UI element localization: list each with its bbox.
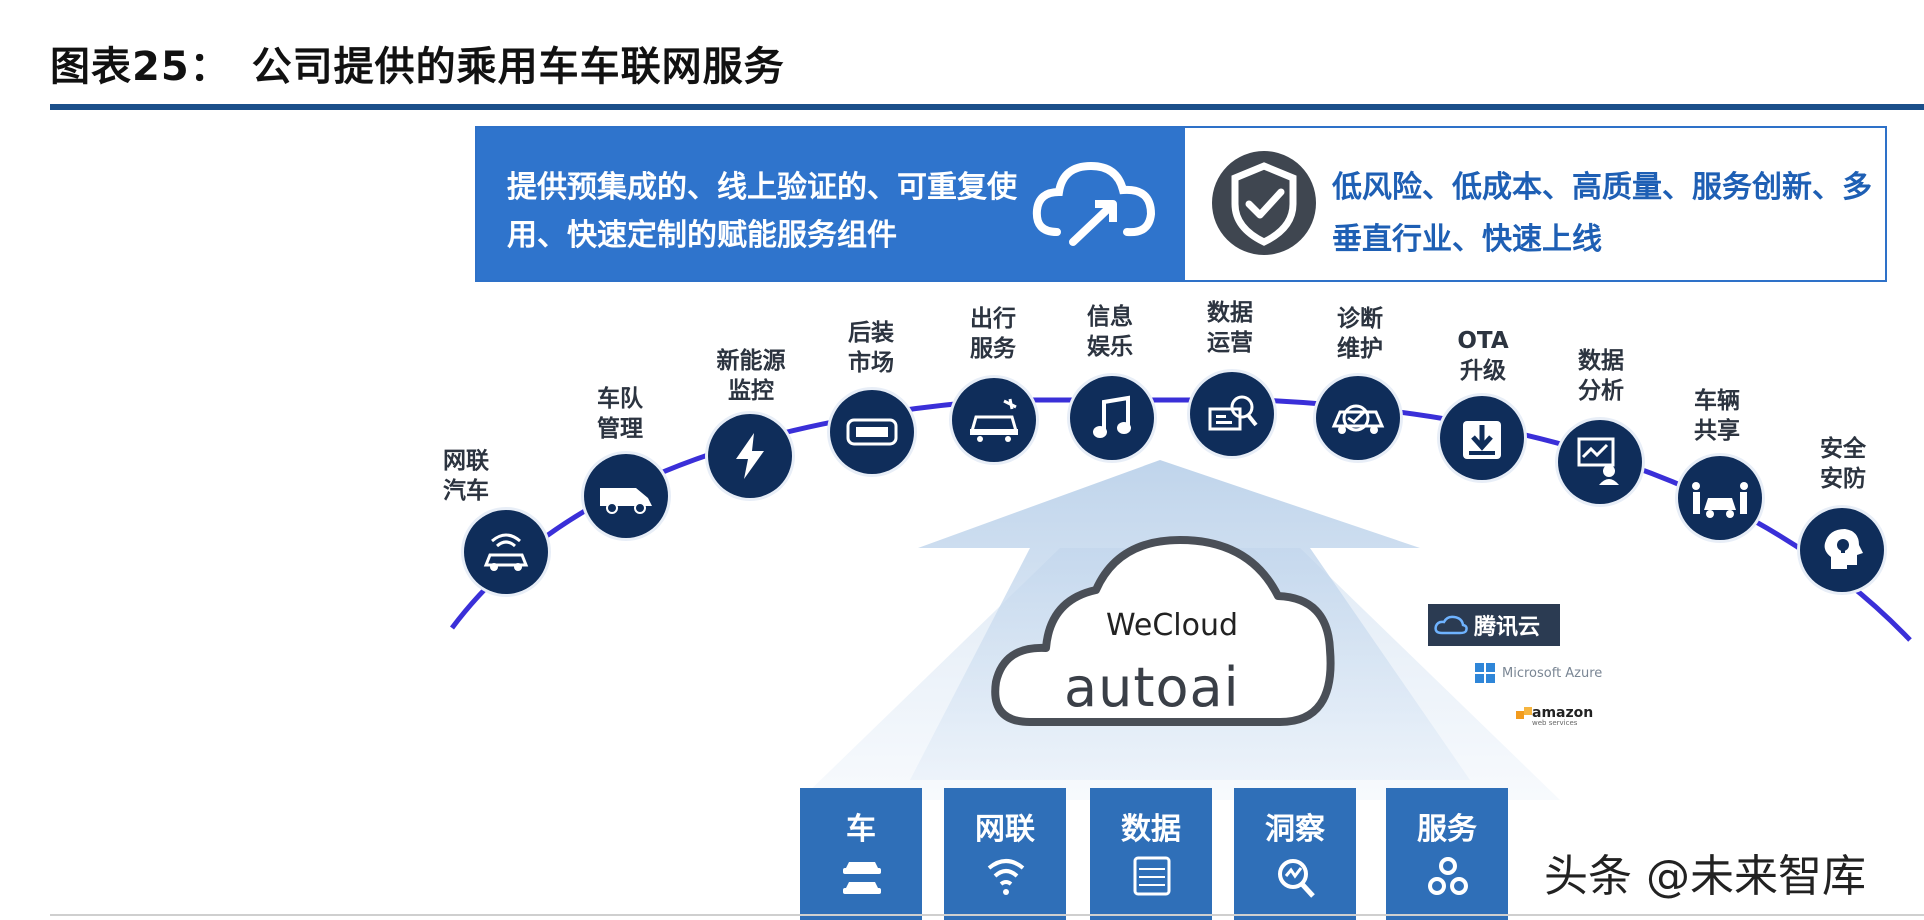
foundation-label-service: 服务 — [1417, 812, 1477, 847]
download-icon — [1463, 421, 1501, 459]
security-head-icon — [1824, 529, 1863, 569]
banner-right-text: 低风险、低成本、高质量、服务创新、多垂直行业、快速上线 — [1332, 170, 1872, 257]
music-icon — [1093, 395, 1131, 438]
analytics-user-icon — [1577, 437, 1619, 485]
service-node-diagnostics[interactable] — [1316, 376, 1400, 460]
wifi-icon — [987, 859, 1025, 895]
service-label-fleet: 车队 管理 — [597, 386, 643, 442]
tencent-cloud-label: 腾讯云 — [1474, 615, 1541, 640]
bottom-rule — [50, 914, 1924, 916]
insight-icon — [1278, 859, 1315, 898]
service-label-aftermarket: 后装 市场 — [848, 320, 894, 376]
service-node-data-ops[interactable] — [1190, 372, 1274, 456]
service-label-mobility: 出行 服务 — [970, 306, 1016, 362]
azure-logo: Microsoft Azure — [1474, 662, 1602, 684]
service-node-analytics[interactable] — [1558, 420, 1642, 504]
foundation-card-network[interactable]: 网联 — [944, 788, 1066, 920]
banner-left-panel: 提供预集成的、线上验证的、可重复使用、快速定制的赋能服务组件 — [477, 128, 1185, 280]
service-node-security[interactable] — [1800, 508, 1884, 592]
foundation-card-insight[interactable]: 洞察 — [1234, 788, 1356, 920]
watermark: 头条 @未来智库 — [1544, 851, 1866, 902]
autoai-logo-text: autoai — [1064, 656, 1240, 719]
foundation-card-data[interactable]: 数据 — [1090, 788, 1212, 920]
service-label-connected-car: 网联 汽车 — [443, 448, 489, 504]
binary-data-icon — [1133, 856, 1171, 896]
foundation-label-car: 车 — [846, 812, 876, 847]
amazon-label: amazon — [1532, 705, 1594, 721]
service-label-ev-monitoring: 新能源 监控 — [716, 348, 786, 404]
windows-icon — [1475, 663, 1495, 683]
gears-icon — [1428, 857, 1468, 895]
service-label-diagnostics: 诊断 维护 — [1337, 306, 1383, 362]
service-node-mobility[interactable] — [952, 378, 1036, 462]
service-node-aftermarket[interactable] — [830, 390, 914, 474]
service-node-fleet[interactable] — [584, 454, 668, 538]
foundation-label-data: 数据 — [1121, 812, 1181, 847]
cars-icon — [843, 862, 881, 894]
azure-label: Microsoft Azure — [1502, 665, 1603, 681]
shield-check-icon — [1209, 148, 1319, 262]
service-node-infotainment[interactable] — [1070, 376, 1154, 460]
foundation-card-service[interactable]: 服务 — [1386, 788, 1508, 920]
figure-title: 图表25： 公司提供的乘用车车联网服务 — [50, 44, 785, 90]
foundation-label-insight: 洞察 — [1265, 812, 1325, 847]
device-icon — [846, 418, 898, 446]
service-label-car-sharing: 车辆 共享 — [1694, 388, 1740, 444]
aws-cubes-icon — [1516, 707, 1532, 719]
service-node-ev-monitoring[interactable] — [708, 414, 792, 498]
connected-car-icon — [483, 533, 529, 571]
car-sharing-icon — [1692, 482, 1748, 518]
lightning-icon — [736, 433, 764, 479]
data-search-icon — [1208, 395, 1258, 431]
service-label-analytics: 数据 分析 — [1578, 348, 1624, 404]
van-icon — [600, 488, 652, 514]
car-service-icon — [970, 398, 1018, 442]
service-label-security: 安全 安防 — [1820, 436, 1866, 492]
service-label-ota: OTA 升级 — [1457, 328, 1509, 384]
service-node-ota[interactable] — [1440, 396, 1524, 480]
service-label-data-ops: 数据 运营 — [1207, 300, 1253, 356]
aws-subtitle: web services — [1532, 719, 1578, 727]
service-node-car-sharing[interactable] — [1678, 456, 1762, 540]
service-label-infotainment: 信息 娱乐 — [1087, 304, 1133, 360]
title-rule — [50, 104, 1924, 110]
foundation-card-car[interactable]: 车 — [800, 788, 922, 920]
cloud-upload-icon — [1029, 154, 1159, 258]
foundation-label-network: 网联 — [975, 812, 1035, 847]
wecloud-label: WeCloud — [1106, 608, 1239, 643]
value-banner: 提供预集成的、线上验证的、可重复使用、快速定制的赋能服务组件 低风险、低成本、高… — [475, 126, 1887, 282]
tencent-cloud-logo: 腾讯云 — [1428, 604, 1560, 646]
banner-left-text: 提供预集成的、线上验证的、可重复使用、快速定制的赋能服务组件 — [507, 170, 1017, 253]
aws-logo: amazon web services — [1516, 705, 1594, 727]
diagnostic-car-icon — [1331, 404, 1385, 434]
tencent-cloud-icon — [1434, 615, 1468, 635]
service-node-connected-car[interactable] — [464, 510, 548, 594]
